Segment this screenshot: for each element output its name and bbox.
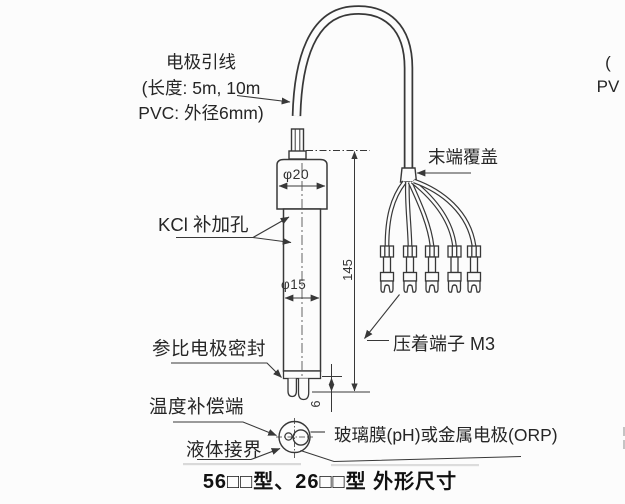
ref-seal-label: 参比电极密封 (152, 338, 267, 359)
tip-length-dim-text: 6 (309, 400, 323, 408)
spade-terminal (424, 245, 440, 293)
temp-comp-contact (284, 432, 293, 441)
liquid-junction-label: 液体接界 (186, 439, 263, 460)
lead-wire-label-line1: 电极引线 (166, 52, 236, 72)
temp-comp-label: 温度补偿端 (149, 396, 245, 417)
spade-terminal (402, 245, 418, 293)
body-diameter-dim-text: φ15 (281, 277, 307, 292)
lead-wire-leader (236, 94, 291, 105)
lead-wire-label: 电极引线 (长度: 5m, 10m PVC: 外径6mm) (108, 50, 294, 127)
scan-artifacts (183, 427, 625, 467)
crimp-terminal-leader (364, 294, 400, 342)
cap-diameter-dim-text: φ20 (283, 166, 310, 182)
kcl-hole-leader (176, 216, 292, 245)
liquid-junction-leader (197, 447, 281, 461)
temp-comp-leader (173, 421, 277, 437)
spade-terminal (447, 245, 462, 293)
body-length-dim-text: 145 (339, 259, 355, 281)
glass-membrane-tip (297, 378, 310, 401)
kcl-hole-label: KCl 补加孔 (158, 214, 249, 235)
dimension-6 (322, 364, 342, 412)
dimension-145 (306, 150, 370, 393)
cable-tube (291, 5, 414, 169)
electrode-body (282, 163, 322, 399)
figure-caption: 56□□型、26□□型 外形尺寸 (202, 471, 458, 493)
leader-lines (171, 94, 522, 463)
tip-end-view (276, 418, 313, 458)
glass-membrane-leader (300, 431, 522, 463)
clipped-right-label-line2: PV (596, 77, 620, 96)
glass-membrane-label: 玻璃膜(pH)或金属电极(ORP) (334, 425, 558, 445)
spade-terminal (466, 245, 482, 293)
crimp-terminal-label: 压着端子 M3 (393, 334, 496, 354)
electrode-tips (287, 378, 310, 401)
clipped-right-label-line1: ( (605, 53, 611, 72)
measuring-electrode-contact (292, 429, 310, 446)
spade-terminals (379, 245, 482, 293)
spade-terminal (379, 245, 395, 293)
end-cover-label: 末端覆盖 (428, 147, 498, 167)
electrode-stem (288, 128, 307, 160)
wires (384, 178, 477, 247)
lead-wire-label-line3: PVC: 外径6mm) (138, 103, 264, 123)
lead-wire-label-line2: (长度: 5m, 10m (141, 77, 261, 98)
temp-sensor-tip (287, 378, 298, 398)
clipped-right-label: ( PV (584, 51, 625, 99)
ref-seal-leader (171, 362, 282, 378)
